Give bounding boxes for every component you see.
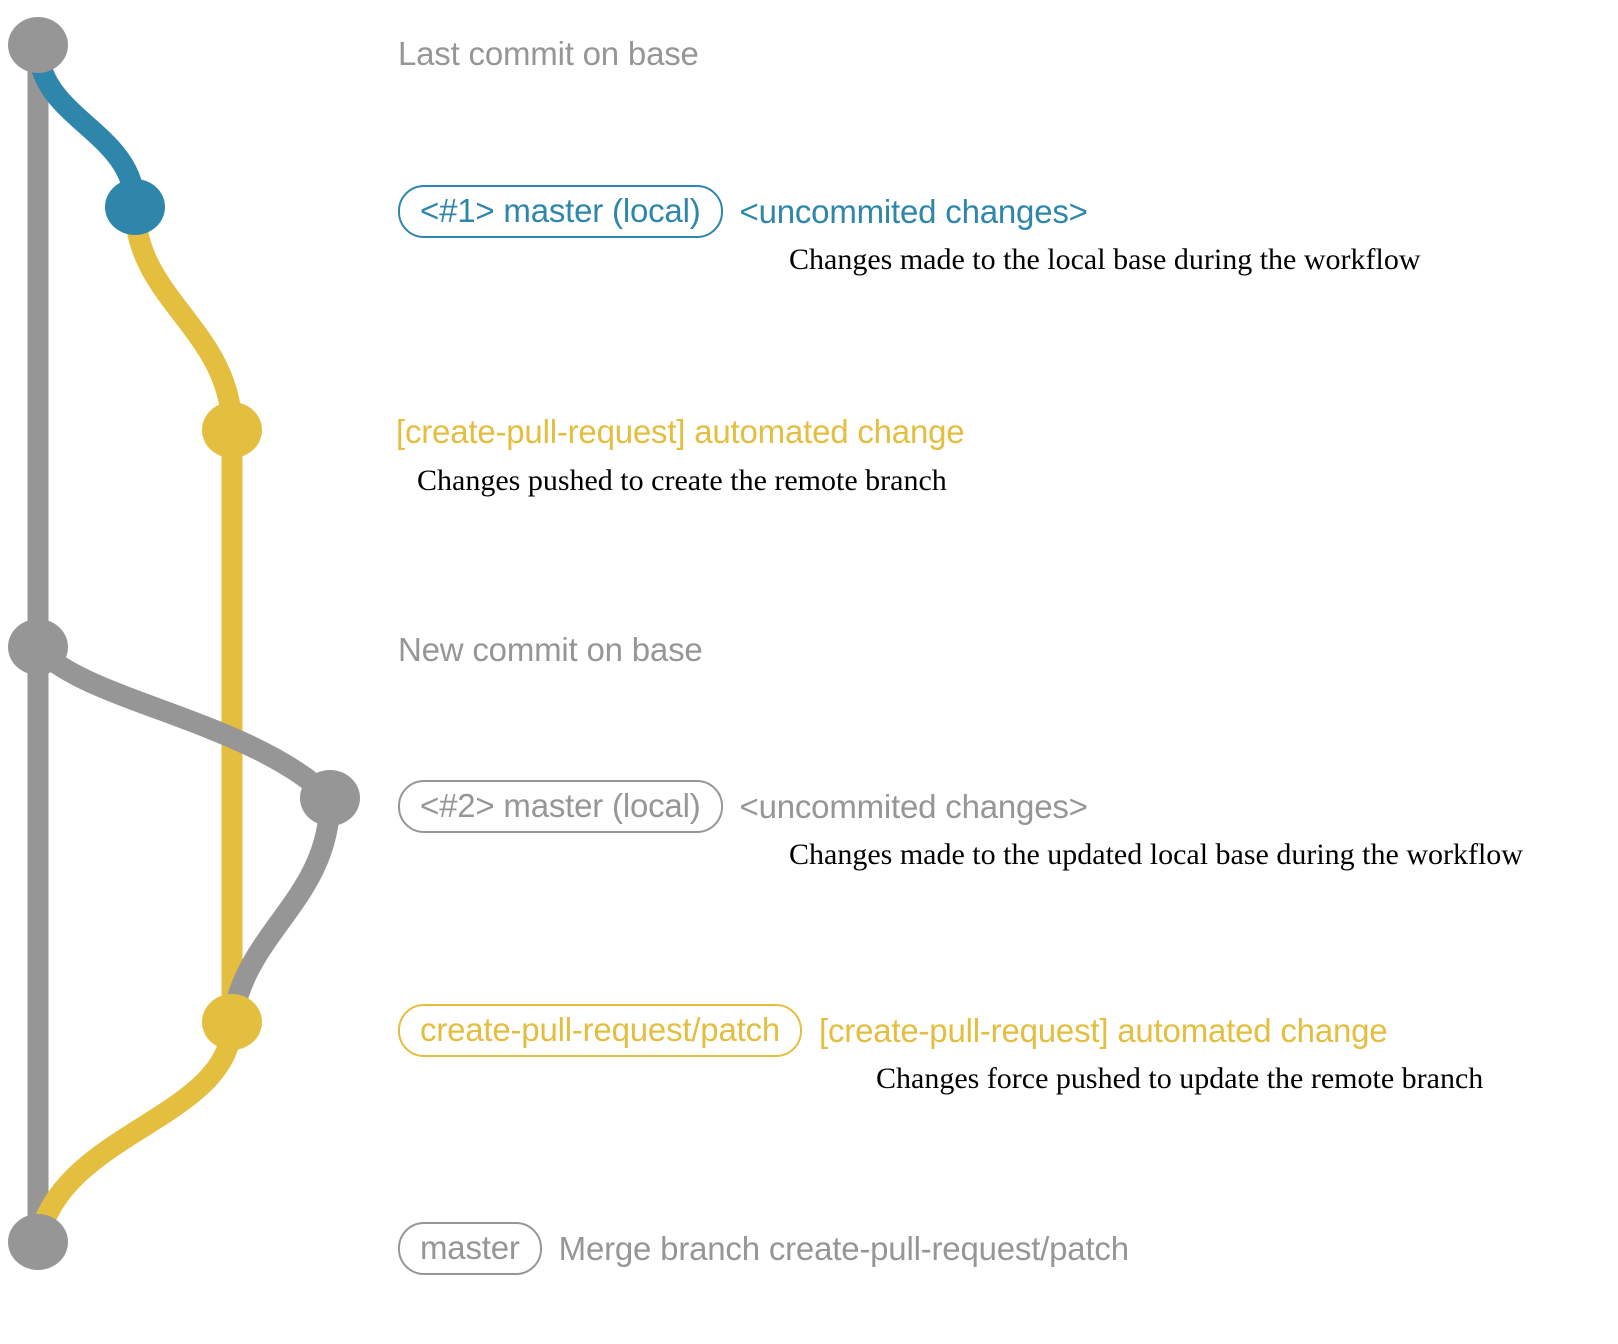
commit-node-local-2[interactable] [300, 770, 360, 826]
commit-row-automated-change-1: [create-pull-request] automated change [396, 413, 965, 451]
commit-message-automated-change-2: [create-pull-request] automated change [819, 1011, 1388, 1049]
git-graph [8, 17, 360, 1270]
branch-badge-local-2[interactable]: <#2> master (local) [398, 780, 723, 833]
commit-row-local-2: <#2> master (local) <uncommited changes> [398, 780, 1088, 833]
commit-description-local-2: Changes made to the updated local base d… [789, 838, 1523, 871]
branch-line-patch-upper [124, 196, 243, 441]
commit-row-new-commit: New commit on base [398, 631, 703, 669]
branch-badge-local-1[interactable]: <#1> master (local) [398, 185, 723, 238]
commit-message-automated-change-1: [create-pull-request] automated change [396, 413, 965, 450]
commit-row-last-commit: Last commit on base [398, 35, 699, 73]
branch-line-merge-to-master [27, 1011, 243, 1253]
commit-message-new-commit: New commit on base [398, 631, 703, 668]
commit-node-merge-master[interactable] [8, 1214, 68, 1270]
commit-node-last-commit-on-base[interactable] [8, 17, 68, 73]
commit-node-automated-change-2[interactable] [202, 994, 262, 1050]
commit-node-new-commit-on-base[interactable] [8, 619, 68, 675]
branch-line-updated-local-to-patch [221, 787, 341, 1033]
commit-description-local-1: Changes made to the local base during th… [789, 243, 1421, 276]
commit-description-automated-change-2: Changes force pushed to update the remot… [876, 1062, 1484, 1095]
commit-row-merge: master Merge branch create-pull-request/… [398, 1222, 1129, 1275]
commit-message-local-1: <uncommited changes> [739, 192, 1088, 230]
commit-row-local-1: <#1> master (local) <uncommited changes> [398, 185, 1088, 238]
commit-message-local-2: <uncommited changes> [739, 787, 1088, 825]
commit-node-local-1[interactable] [105, 179, 165, 235]
commit-row-automated-change-2: create-pull-request/patch [create-pull-r… [398, 1004, 1388, 1057]
commit-message-last-commit: Last commit on base [398, 35, 699, 72]
commit-message-merge: Merge branch create-pull-request/patch [558, 1229, 1129, 1267]
commit-description-automated-change-1: Changes pushed to create the remote bran… [417, 464, 947, 497]
branch-badge-create-pull-request-patch[interactable]: create-pull-request/patch [398, 1004, 803, 1057]
commit-node-automated-change-1[interactable] [202, 402, 262, 458]
branch-badge-master[interactable]: master [398, 1222, 542, 1275]
branch-line-updated-local [27, 636, 341, 809]
